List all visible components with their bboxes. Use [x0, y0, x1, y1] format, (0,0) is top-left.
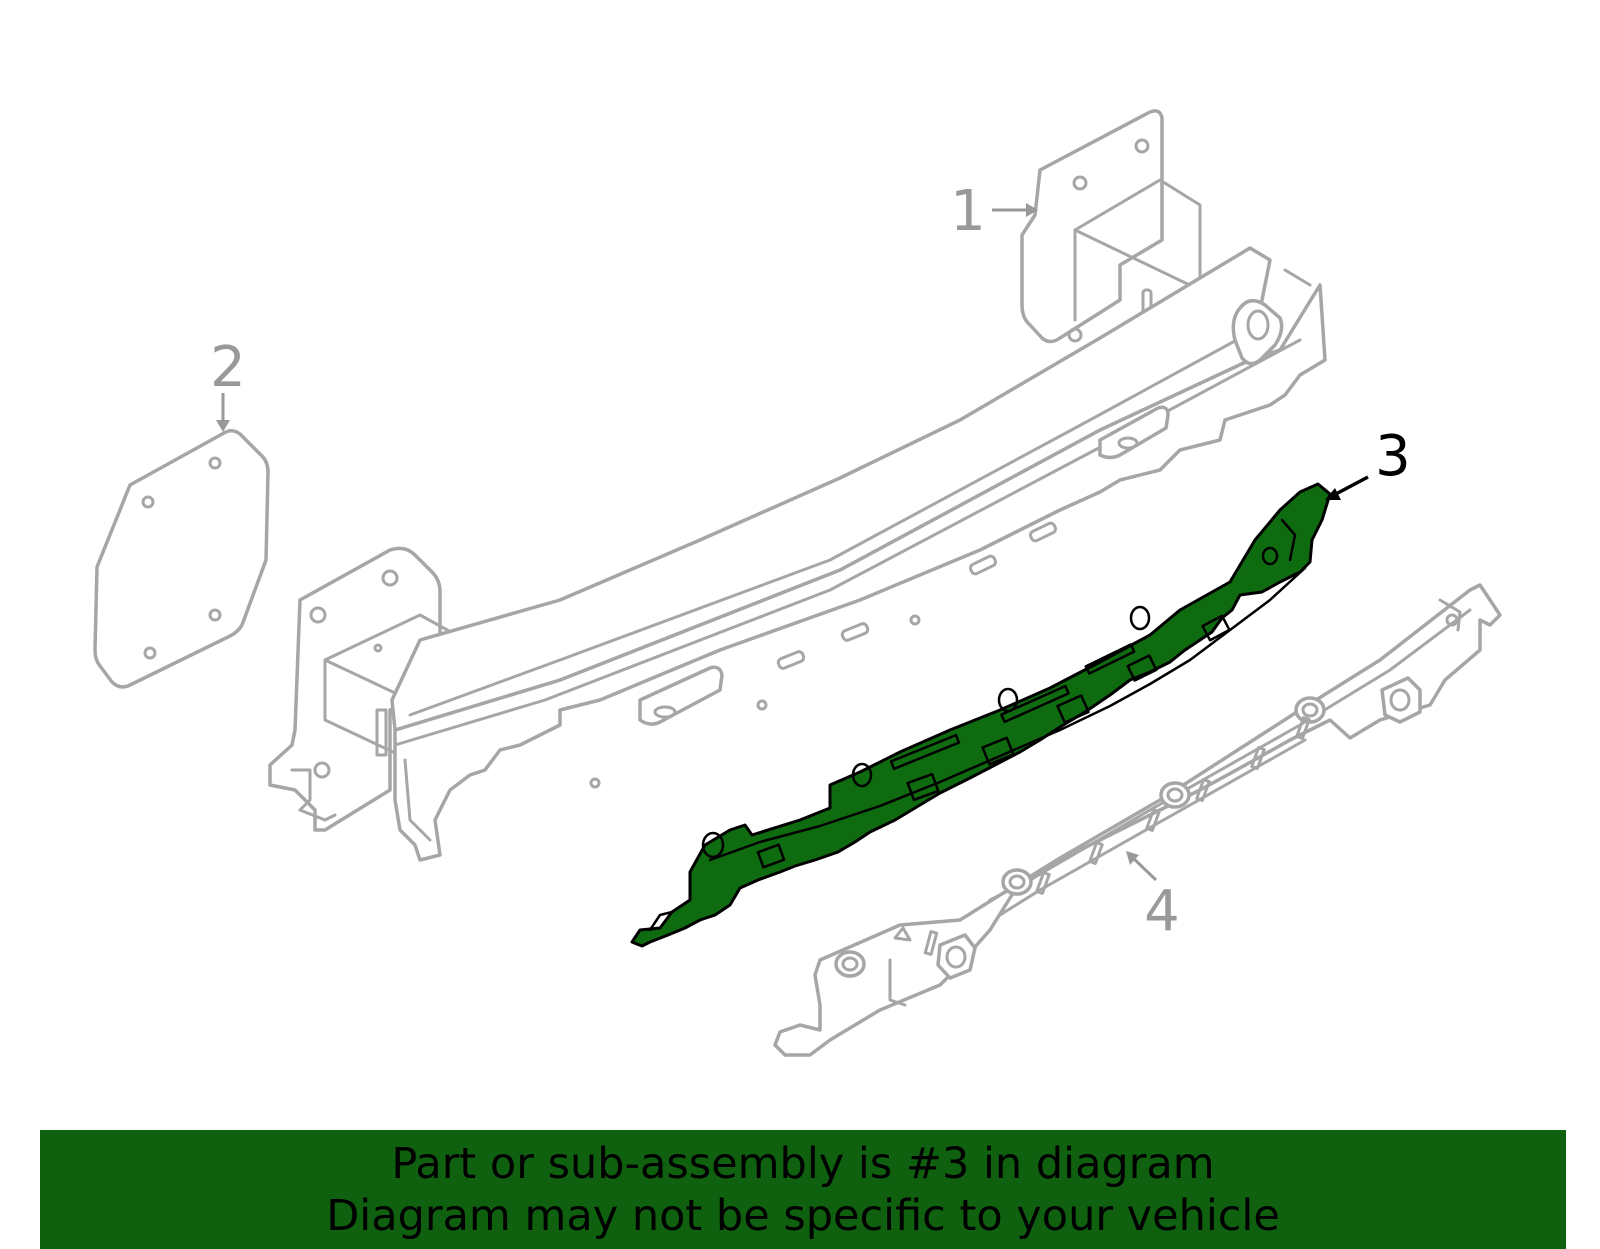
part-3-highlighted [630, 482, 1332, 948]
callout-4: 4 [1126, 851, 1180, 944]
banner-line-2: Diagram may not be specific to your vehi… [326, 1190, 1280, 1241]
callout-3: 3 [1325, 424, 1411, 500]
callout-3-arrowhead [1325, 488, 1341, 500]
callout-2-label: 2 [210, 335, 246, 400]
callout-1-label: 1 [950, 179, 986, 244]
callout-3-arrow [1333, 475, 1369, 497]
callout-4-arrow [1130, 855, 1158, 882]
callout-4-label: 4 [1144, 879, 1180, 944]
callout-1-arrowhead [1026, 203, 1038, 217]
part-1-reinforcement [268, 109, 1327, 862]
callout-3-label: 3 [1375, 424, 1411, 489]
callout-1: 1 [950, 179, 1038, 244]
part-4-lower-bracket [773, 583, 1502, 1057]
part-2-plate [93, 429, 270, 689]
callout-2: 2 [210, 335, 246, 432]
callout-4-arrowhead [1126, 851, 1139, 865]
banner-line-1: Part or sub-assembly is #3 in diagram [391, 1138, 1215, 1189]
callout-2-arrowhead [216, 420, 230, 432]
info-banner: Part or sub-assembly is #3 in diagram Di… [40, 1130, 1566, 1249]
